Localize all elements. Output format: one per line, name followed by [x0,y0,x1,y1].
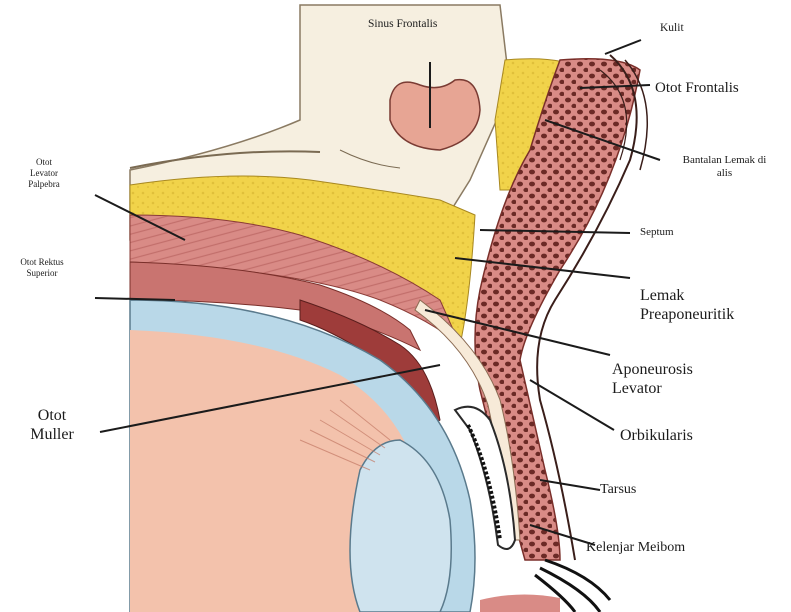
label-kelenjar-meibom: Kelenjar Meibom [586,540,685,557]
label-lemak-preaponeuritik: Lemak Preaponeuritik [640,286,734,324]
label-otot-levator-line1: Otot [14,157,74,168]
label-otot-rektus-line2: Superior [10,268,74,279]
label-aponeurosis-line2: Levator [612,379,693,398]
label-otot-frontalis: Otot Frontalis [655,79,739,97]
label-otot-rektus-line1: Otot Rektus [10,257,74,268]
label-otot-muller: Otot Muller [22,406,82,444]
label-kulit: Kulit [660,22,684,36]
label-lemak-line1: Lemak [640,286,734,305]
label-otot-levator-palpebra: Otot Levator Palpebra [14,157,74,189]
label-aponeurosis-levator: Aponeurosis Levator [612,360,693,398]
label-otot-levator-line3: Palpebra [14,179,74,190]
label-bantalan-lemak-line1: Bantalan Lemak di [662,154,787,167]
label-lemak-line2: Preaponeuritik [640,305,734,324]
label-bantalan-lemak: Bantalan Lemak di alis [662,154,787,180]
label-otot-muller-line2: Muller [22,425,82,444]
label-bantalan-lemak-line2: alis [662,167,787,180]
label-tarsus: Tarsus [600,482,636,499]
label-septum: Septum [640,226,674,239]
label-orbikularis: Orbikularis [620,426,693,445]
label-sinus-frontalis: Sinus Frontalis [368,18,437,32]
label-otot-levator-line2: Levator [14,168,74,179]
label-otot-muller-line1: Otot [22,406,82,425]
label-otot-rektus-superior: Otot Rektus Superior [10,257,74,279]
label-aponeurosis-line1: Aponeurosis [612,360,693,379]
